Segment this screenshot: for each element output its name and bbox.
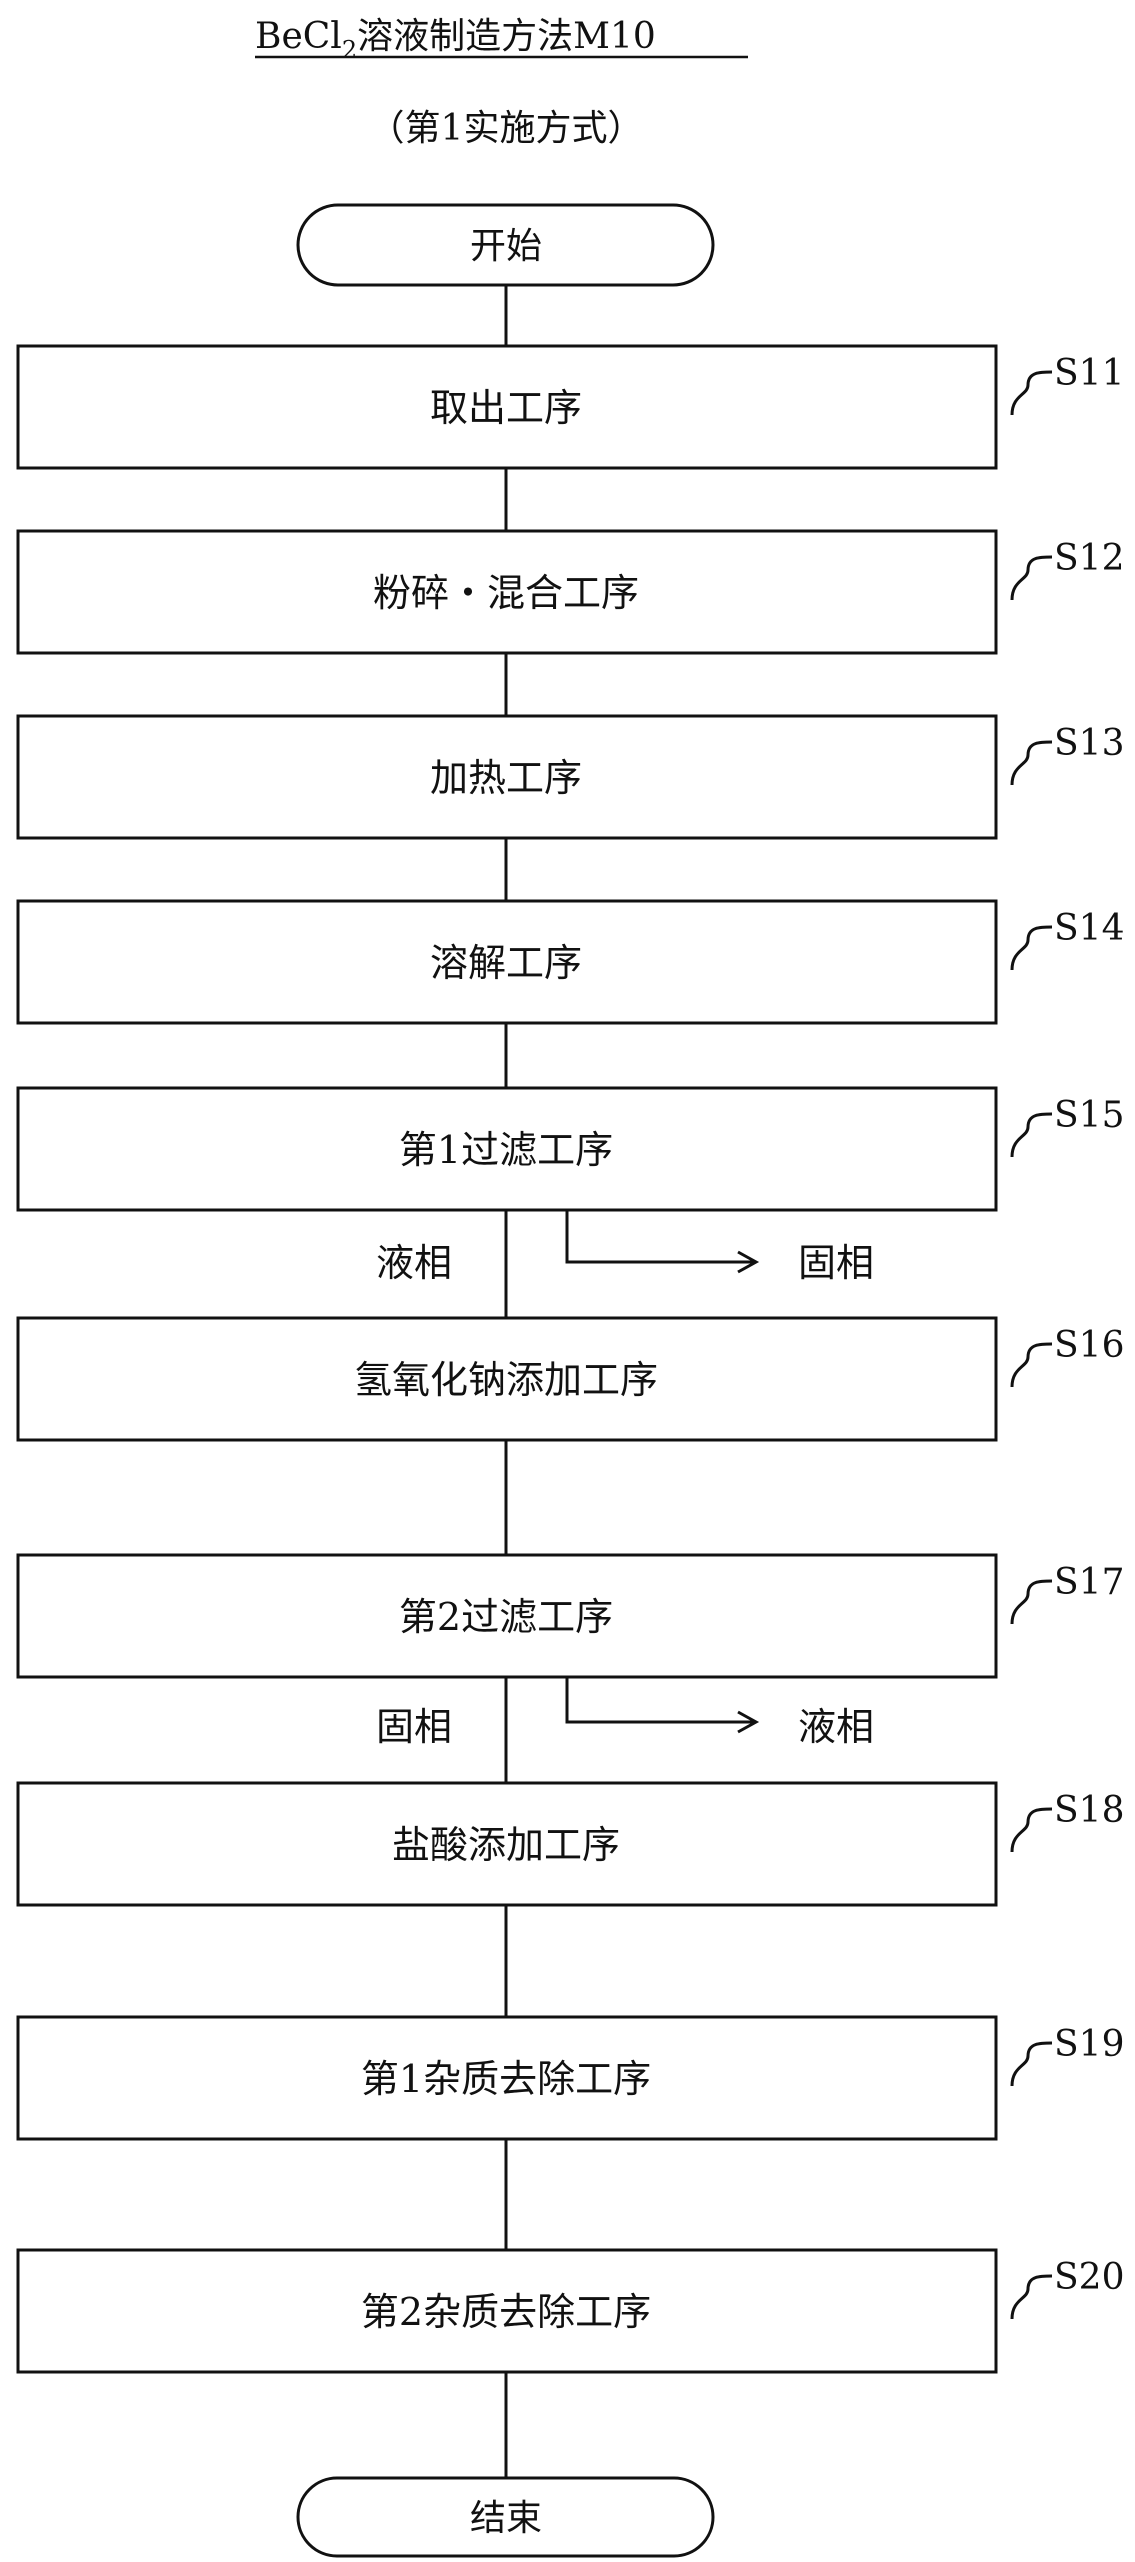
diagram-title: BeCl2溶液制造方法M10 [255, 16, 656, 64]
branch-removed-label: 固相 [798, 1241, 874, 1285]
branch-arrowhead [737, 1710, 760, 1734]
step-ref-label: S17 [1054, 1562, 1124, 1603]
branch-removed-label: 液相 [798, 1705, 874, 1749]
step-label: 加热工序 [430, 756, 582, 800]
step-ref-label: S11 [1054, 353, 1124, 394]
start-label: 开始 [470, 226, 542, 267]
step-ref-label: S13 [1054, 723, 1124, 764]
step-ref-label: S19 [1054, 2024, 1124, 2065]
step-label: 粉碎・混合工序 [373, 571, 639, 615]
step-ref-label: S16 [1054, 1325, 1124, 1366]
step-s14: 溶解工序 S14 [16, 899, 1124, 1025]
branch-line [565, 1677, 755, 1724]
step-label: 取出工序 [430, 386, 582, 430]
step-label: 第1杂质去除工序 [361, 2057, 651, 2101]
start-terminal: 开始 [296, 203, 715, 287]
branch-continue-label: 液相 [376, 1241, 452, 1285]
step-ref-leader [1010, 2041, 1053, 2087]
step-ref-leader [1010, 2274, 1053, 2320]
step-ref-label: S14 [1054, 908, 1124, 949]
step-label: 氢氧化钠添加工序 [354, 1358, 658, 1402]
step-ref-label: S20 [1054, 2257, 1124, 2298]
step-label: 第1过滤工序 [399, 1128, 613, 1172]
branch-after-s15: 液相 固相 [376, 1210, 874, 1285]
step-label: 第2杂质去除工序 [361, 2290, 651, 2334]
end-terminal: 结束 [296, 2476, 715, 2558]
step-label: 溶解工序 [430, 941, 582, 985]
end-label: 结束 [470, 2498, 542, 2539]
step-ref-leader [1010, 1807, 1053, 1853]
step-ref-leader [1010, 1342, 1053, 1388]
branch-continue-label: 固相 [376, 1705, 452, 1749]
step-ref-leader [1010, 555, 1053, 601]
step-ref-leader [1010, 370, 1053, 416]
branch-line [565, 1210, 755, 1264]
step-s18: 盐酸添加工序 S18 [16, 1781, 1124, 1907]
step-ref-leader [1010, 1579, 1053, 1625]
step-ref-label: S15 [1054, 1095, 1124, 1136]
step-label: 第2过滤工序 [399, 1595, 613, 1639]
step-s11: 取出工序 S11 [16, 344, 1124, 470]
step-ref-label: S18 [1054, 1790, 1124, 1831]
branch-after-s17: 固相 液相 [376, 1677, 874, 1749]
step-s16: 氢氧化钠添加工序 S16 [16, 1316, 1124, 1442]
step-ref-leader [1010, 740, 1053, 786]
step-ref-leader [1010, 925, 1053, 971]
step-label: 盐酸添加工序 [392, 1823, 620, 1867]
branch-arrowhead [737, 1250, 760, 1274]
step-ref-label: S12 [1054, 538, 1124, 579]
step-s13: 加热工序 S13 [16, 714, 1124, 840]
diagram-subtitle: （第1实施方式） [369, 108, 644, 149]
step-s20: 第2杂质去除工序 S20 [16, 2248, 1124, 2374]
step-s12: 粉碎・混合工序 S12 [16, 529, 1124, 655]
step-s17: 第2过滤工序 S17 [16, 1553, 1124, 1679]
step-s19: 第1杂质去除工序 S19 [16, 2015, 1124, 2141]
step-ref-leader [1010, 1112, 1053, 1158]
step-s15: 第1过滤工序 S15 [16, 1086, 1124, 1212]
